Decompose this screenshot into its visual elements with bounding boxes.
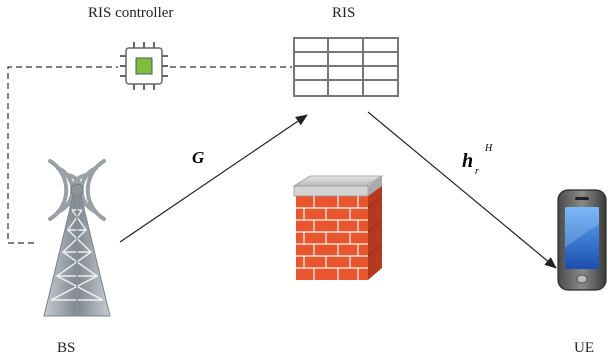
control-link-dashed xyxy=(7,66,292,244)
ris-label: RIS xyxy=(332,5,356,21)
brick-wall-icon xyxy=(292,175,384,280)
ris-panel-icon xyxy=(293,37,399,97)
smartphone-icon xyxy=(557,189,607,291)
ue-label: UE xyxy=(574,340,594,356)
channel-g-label: G xyxy=(192,148,205,167)
antenna-tower-icon xyxy=(43,159,111,317)
channel-h-subscript: r xyxy=(475,166,479,177)
bs-label: BS xyxy=(57,340,76,356)
chip-icon xyxy=(120,42,168,90)
channel-h-label: h xyxy=(462,150,474,172)
channel-arrow-bs-ris xyxy=(119,114,308,243)
channel-h-superscript: H xyxy=(485,143,493,154)
ris-controller-label: RIS controller xyxy=(88,5,174,21)
channel-arrow-ris-ue xyxy=(367,111,557,269)
